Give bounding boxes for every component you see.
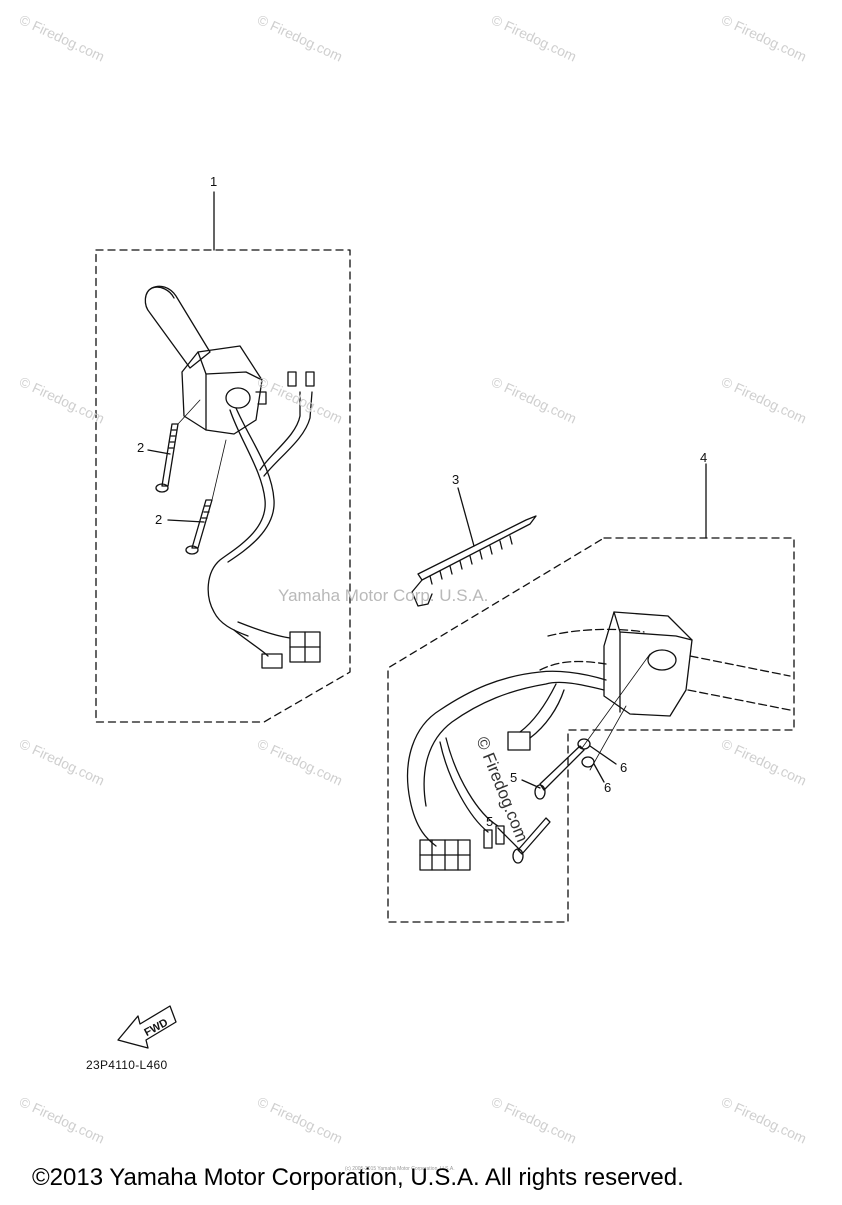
diagram-code: 23P4110-L460 bbox=[86, 1058, 168, 1072]
left-handlebar-grip bbox=[144, 285, 211, 369]
washer-upper bbox=[577, 738, 591, 750]
copyright-footer: ©2013 Yamaha Motor Corporation, U.S.A. A… bbox=[32, 1164, 684, 1191]
callout-1: 1 bbox=[210, 174, 218, 189]
leader-5-lower bbox=[497, 827, 521, 851]
fwd-arrow-icon: FWD bbox=[117, 1005, 177, 1049]
callout-2-upper: 2 bbox=[137, 440, 145, 455]
washer-lower bbox=[581, 756, 595, 768]
leader-2-lower bbox=[167, 519, 205, 523]
leader-3 bbox=[457, 487, 475, 547]
leader-6-upper bbox=[589, 745, 617, 765]
callout-6-upper: 6 bbox=[620, 760, 628, 775]
right-screw-upper bbox=[534, 745, 585, 800]
callout-6-lower: 6 bbox=[604, 780, 612, 795]
center-watermark: Yamaha Motor Corp. U.S.A. bbox=[278, 586, 489, 605]
right-wiring-harness bbox=[406, 670, 607, 871]
left-screw-lower bbox=[185, 499, 213, 555]
cable-tie bbox=[411, 515, 537, 607]
tiny-credit: (c) 2005-2015 Yamaha Motor Corporation, … bbox=[345, 1166, 455, 1172]
left-wiring-harness bbox=[207, 371, 321, 669]
callout-5-upper: 5 bbox=[510, 770, 518, 785]
callout-2-lower: 2 bbox=[155, 512, 163, 527]
part-1-boundary bbox=[95, 249, 351, 723]
right-screw-lower bbox=[512, 817, 551, 864]
callout-4: 4 bbox=[700, 450, 708, 465]
part-4-boundary bbox=[387, 537, 795, 923]
right-switch-housing bbox=[603, 611, 693, 717]
left-screw-upper bbox=[155, 423, 179, 493]
right-handlebar bbox=[539, 628, 791, 711]
leader-5-upper bbox=[521, 779, 541, 789]
callout-3: 3 bbox=[452, 472, 460, 487]
callout-5-lower: 5 bbox=[486, 814, 494, 829]
leader-2-upper bbox=[147, 449, 171, 455]
left-switch-housing bbox=[181, 345, 267, 435]
leader-6-lower bbox=[593, 763, 605, 783]
